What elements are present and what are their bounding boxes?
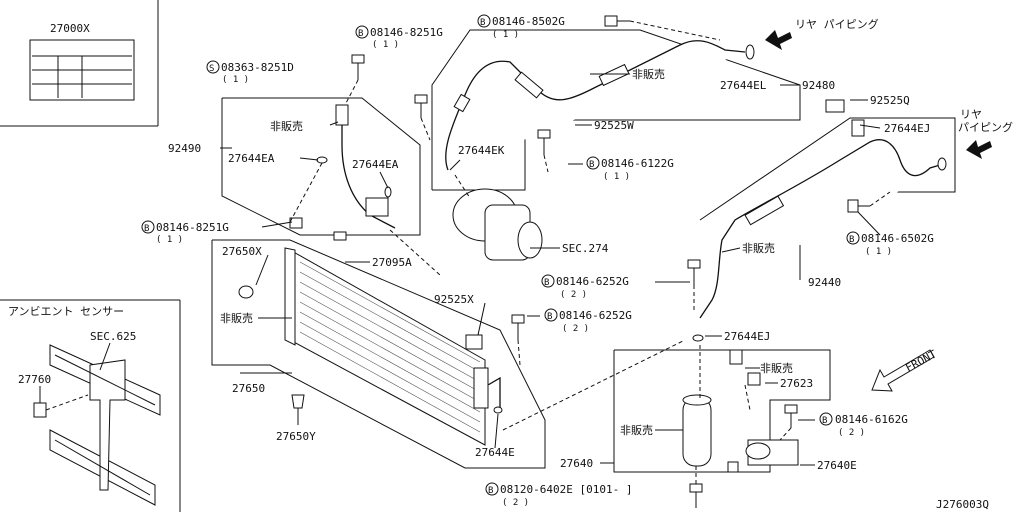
label-27000X: 27000X: [50, 22, 90, 35]
part-labels: 08363-8251D ( 1 ) 08146-8251G ( 1 ) 0814…: [156, 15, 1013, 511]
label-rear-piping-2b: パイピング: [958, 120, 1013, 134]
label-27644EK: 27644EK: [458, 144, 505, 157]
svg-text:S: S: [209, 64, 214, 74]
label-not-sold-4: 非販売: [220, 312, 253, 325]
label-08146-8502G-qty: ( 1 ): [492, 30, 519, 40]
label-08146-8251G-top: 08146-8251G: [370, 26, 443, 39]
label-not-sold-1: 非販売: [632, 68, 665, 81]
label-08146-6162G-qty: ( 2 ): [838, 428, 865, 438]
svg-text:B: B: [544, 278, 549, 288]
label-not-sold-2: 非販売: [270, 120, 303, 133]
label-92525X: 92525X: [434, 293, 474, 306]
dashed-assembly-lines: [289, 20, 891, 484]
label-08146-8251G-left: 08146-8251G: [156, 221, 229, 234]
label-27644EJ-top: 27644EJ: [884, 122, 930, 135]
svg-text:B: B: [480, 18, 485, 28]
label-08146-6252G-2: 08146-6252G: [559, 309, 632, 322]
label-08146-6252G-2-qty: ( 2 ): [562, 324, 589, 334]
label-92525W: 92525W: [594, 119, 634, 132]
label-08363-8251D-qty: ( 1 ): [222, 75, 249, 85]
label-92440: 92440: [808, 276, 841, 289]
hose-92490: [316, 104, 396, 229]
label-27640: 27640: [560, 457, 593, 470]
leader-lines: [220, 73, 881, 466]
bolt-icon: [289, 15, 870, 508]
compressor-sec274: [452, 174, 543, 261]
label-08146-6502G: 08146-6502G: [861, 232, 934, 245]
label-08146-6162G: 08146-6162G: [835, 413, 908, 426]
label-rear-piping-2a: リヤ: [960, 108, 982, 121]
label-27644EL: 27644EL: [720, 79, 767, 92]
label-92525Q: 92525Q: [870, 94, 910, 107]
label-not-sold-3: 非販売: [742, 242, 775, 255]
label-08146-6122G-qty: ( 1 ): [603, 172, 630, 182]
diagram-code: J276003Q: [936, 498, 989, 511]
label-08146-6122G: 08146-6122G: [601, 157, 674, 170]
label-08363-8251D: 08363-8251D: [221, 61, 294, 74]
svg-text:B: B: [849, 235, 854, 245]
label-27623: 27623: [780, 377, 813, 390]
label-92480: 92480: [802, 79, 835, 92]
label-27650: 27650: [232, 382, 265, 395]
ambient-sensor-inset: アンビエント センサー SEC.625 27760: [0, 299, 181, 512]
svg-text:B: B: [822, 416, 827, 426]
pipe-92440: [699, 99, 947, 319]
label-27644E: 27644E: [475, 446, 515, 459]
label-27095A: 27095A: [372, 256, 412, 269]
label-not-sold-6: 非販売: [620, 424, 653, 437]
label-rear-piping-1: リヤ パイピング: [795, 17, 879, 31]
label-08146-8251G-left-qty: ( 1 ): [156, 235, 183, 245]
label-08146-8251G-top-qty: ( 1 ): [372, 40, 399, 50]
label-27644EJ-mid: 27644EJ: [724, 330, 770, 343]
label-08146-8502G: 08146-8502G: [492, 15, 565, 28]
label-08146-6252G-1: 08146-6252G: [556, 275, 629, 288]
label-08120-6402E: 08120-6402E [0101- ]: [500, 483, 632, 496]
pipe-92480: [445, 40, 755, 171]
label-not-sold-5: 非販売: [760, 362, 793, 375]
label-front: FRONT: [903, 347, 939, 374]
label-27760: 27760: [18, 373, 51, 386]
label-27650Y: 27650Y: [276, 430, 316, 443]
label-box-27000X: 27000X: [0, 0, 159, 127]
svg-text:B: B: [547, 312, 552, 322]
ambient-sensor: [33, 402, 47, 418]
label-08146-6252G-1-qty: ( 2 ): [560, 290, 587, 300]
label-SEC625: SEC.625: [90, 330, 136, 343]
svg-text:B: B: [589, 160, 594, 170]
label-27644EA-1: 27644EA: [228, 152, 275, 165]
label-27640E: 27640E: [817, 459, 857, 472]
svg-text:B: B: [488, 486, 493, 496]
svg-text:B: B: [358, 29, 363, 39]
svg-text:B: B: [144, 224, 149, 234]
label-08120-6402E-qty: ( 2 ): [502, 498, 529, 508]
label-92490: 92490: [168, 142, 201, 155]
label-08146-6502G-qty: ( 1 ): [865, 247, 892, 257]
circled-s-icon: S: [206, 60, 220, 74]
direction-arrow-icon: [765, 30, 992, 392]
label-27644EA-2: 27644EA: [352, 158, 399, 171]
label-27650X: 27650X: [222, 245, 262, 258]
circled-b-icon: B B B B B B B B B: [141, 14, 860, 496]
condenser-27650: [238, 247, 503, 446]
receiver-drier-27640: [682, 334, 799, 467]
inset-title: アンビエント センサー: [8, 305, 124, 318]
label-SEC274: SEC.274: [562, 242, 609, 255]
